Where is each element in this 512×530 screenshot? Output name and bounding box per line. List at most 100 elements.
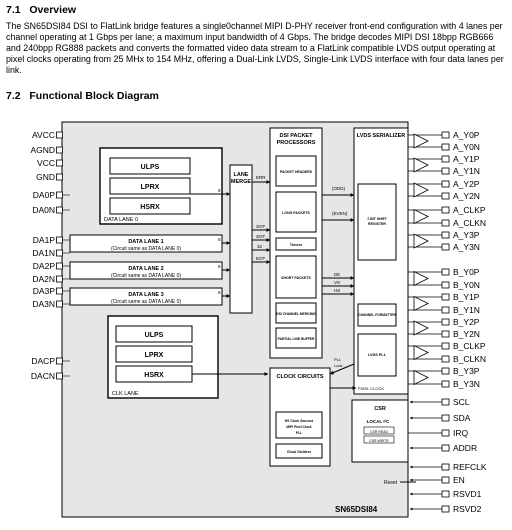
pin-pad-b-y0p [441,268,450,276]
shift-register-block [357,183,397,261]
pin-pad-vcc [56,159,63,167]
pin-pad-a-y2p [441,180,450,188]
pin-label-b-y1p: B_Y1P [453,292,480,302]
pin-pad-refclk [441,463,450,471]
pin-pad-sda [441,414,450,422]
pin-pad-b-y3p [441,367,450,375]
lane2-bus-label: 8 [218,264,221,269]
pin-pad-rsvd2 [441,505,450,513]
lane3-subtitle: (Circuit same as DATA LANE 0) [111,299,181,305]
pin-label-b-y2p: B_Y2P [453,317,480,327]
lane0-hsrx-block [109,197,191,215]
pin-pad-a-y2n [441,192,450,200]
clk-lane-caption: CLK LANE [112,391,139,397]
csr-write-label: CSR WRITE [369,439,389,443]
partial-line-buffer-block [275,327,317,349]
merge-sot-label: SOT [256,224,266,229]
pin-pad-a-y1p [441,155,450,163]
section-overview-title: Overview [29,4,77,16]
csr-local-label: LOCAL I²C [367,419,390,424]
channel-formatter-label: CHANNEL FORMATTER [358,313,396,317]
dsi-channel-merging-label: DSI CHANNEL MERGING [276,312,316,316]
dsi-title-1: DSI PACKET [280,133,314,139]
pin-pad-da2p [56,262,63,270]
pin-label-da2p: DA2P [33,261,56,271]
pin-pad-avcc [56,131,63,139]
pin-label-refclk: REFCLK [453,462,487,472]
lane2-title: DATA LANE 2 [128,266,163,272]
pin-pad-b-y2p [441,318,450,326]
long-packets-block [275,191,317,233]
pin-pad-da1n [56,249,63,257]
pin-label-irq: IRQ [453,428,469,438]
pin-label-sda: SDA [453,413,471,423]
lane0-caption: DATA LANE 0 [104,217,138,223]
pll-lock-line [329,363,355,375]
pin-pad-b-y3n [441,380,450,388]
pin-label-a-y2p: A_Y2P [453,179,480,189]
pin-label-a-y2n: A_Y2N [453,191,480,201]
pin-pad-da3p [56,287,63,295]
clock-dividers-block [275,443,323,459]
pin-pad-da3n [56,300,63,308]
lane1-title: DATA LANE 1 [128,239,163,245]
pin-pad-dacp [56,357,63,365]
overview-paragraph: The SN65DSI84 DSI to FlatLink bridge fea… [6,21,504,76]
hs-clock-label-1: HS Clock Sourced [285,419,314,423]
merge-sot2-label: SOT [256,234,266,239]
pin-label-dacp: DACP [31,356,55,366]
vs-label: VS [334,280,340,285]
shift-register-label-2: REGISTER [368,222,386,226]
lvds-b-driver-3 [413,344,429,361]
merge-err-label: ERR [256,175,266,180]
pin-label-rsvd2: RSVD2 [453,504,482,514]
pin-pad-b-y1p [441,293,450,301]
pin-label-en: EN [453,475,465,485]
pin-label-rsvd1: RSVD1 [453,489,482,499]
pin-pad-da0p [56,191,63,199]
shift-register-label-1: 7-BIT SHIFT [367,217,388,221]
csr-write-block [363,435,395,444]
pin-pad-scl [441,398,450,406]
lane0-ulps-block [109,157,191,175]
pin-pad-gnd [56,173,63,181]
section-overview-heading: 7.1 Overview [6,4,76,16]
pin-pad-b-y2n [441,330,450,338]
pin-label-b-clkp: B_CLKP [453,341,486,351]
section-diagram-number: 7.2 [6,90,21,102]
packet-headers-block [275,155,317,187]
pin-label-a-y3p: A_Y3P [453,230,480,240]
lane1-bus-label: 8 [218,237,221,242]
even-label: (EVEN) [332,211,348,216]
lvds-a-driver-0 [413,133,429,149]
pin-pad-da1p [56,236,63,244]
pin-pad-a-y3p [441,231,450,239]
pin-label-scl: SCL [453,397,470,407]
lvds-b-driver-4 [413,369,429,386]
merge-eot-label: EOT [256,256,266,261]
hs-label: HS [334,288,340,293]
lane3-bus-label: 8 [218,290,221,295]
pin-label-da1p: DA1P [33,235,56,245]
chip-name: SN65DSI84 [335,505,378,514]
partial-line-buffer-label: PARTIAL LINE BUFFER [278,337,315,341]
pin-pad-addr [441,444,450,452]
lane-merge-block [229,164,253,314]
odd-label: (ODD) [332,186,345,191]
short-packets-block [275,255,317,299]
lvds-a-driver-4 [413,233,429,249]
timers-label: Timers [290,243,302,247]
pin-label-addr: ADDR [453,443,477,453]
pin-pad-a-y3n [441,243,450,251]
section-diagram-heading: 7.2 Functional Block Diagram [6,90,159,102]
section-overview-number: 7.1 [6,4,21,16]
pixel-clock-label: PIXEL CLOCK [358,386,384,391]
pin-label-gnd: GND [36,172,55,182]
lvds-b-driver-2 [413,320,429,336]
pin-label-b-y1n: B_Y1N [453,305,480,315]
de-label: DE [334,272,340,277]
pin-label-a-y0p: A_Y0P [453,130,480,140]
pin-pad-a-y1n [441,167,450,175]
pin-pad-b-y0n [441,281,450,289]
clock-dividers-label: Clock Dividers [287,450,311,454]
